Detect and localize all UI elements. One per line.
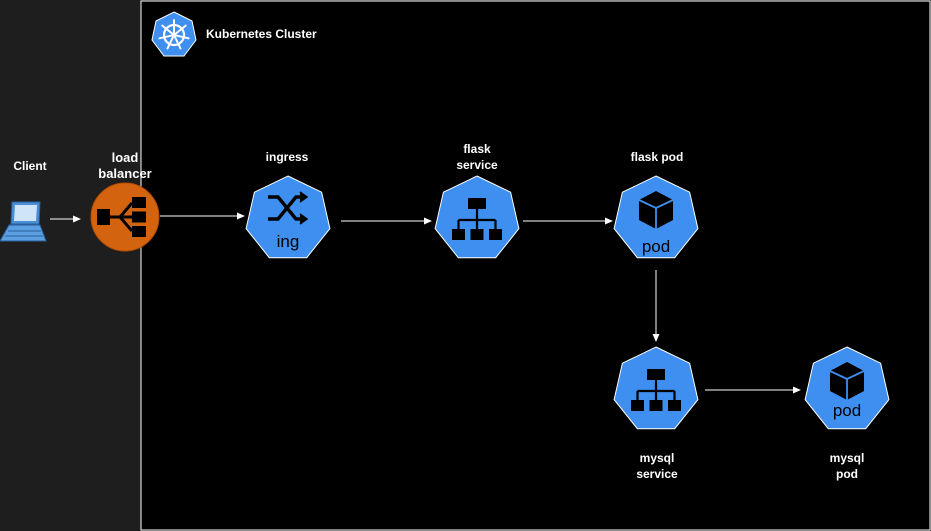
- cube-icon: [638, 191, 674, 229]
- client-label: Client: [13, 159, 47, 173]
- kubernetes-icon: [151, 11, 197, 57]
- cluster-boundary: [140, 0, 931, 531]
- ingress-label: ingress: [265, 150, 309, 164]
- mysql-service-node: [613, 346, 699, 430]
- cluster-title: Kubernetes Cluster: [206, 27, 317, 41]
- mysql-pod-node-text: pod: [833, 401, 861, 420]
- shuffle-icon: [268, 191, 309, 225]
- ingress-node-text: ing: [277, 232, 300, 251]
- flask-pod-node-text: pod: [642, 237, 670, 256]
- flask-pod-node: pod: [613, 175, 699, 259]
- ingress-node: ing: [245, 175, 331, 259]
- flask-pod-label: flask pod: [630, 150, 684, 164]
- flask-service-node: [434, 175, 520, 259]
- cube-icon: [829, 362, 865, 400]
- load-balancer-icon: [90, 182, 160, 252]
- mysql-pod-label: mysql pod: [829, 451, 865, 481]
- laptop-icon: [0, 201, 47, 242]
- hierarchy-icon: [631, 369, 681, 411]
- hierarchy-icon: [452, 198, 502, 240]
- mysql-service-label: mysql service: [636, 451, 678, 481]
- flask-service-label: flask service: [456, 142, 498, 172]
- mysql-pod-node: pod: [804, 346, 890, 430]
- load-balancer-label: load balancer: [98, 150, 152, 181]
